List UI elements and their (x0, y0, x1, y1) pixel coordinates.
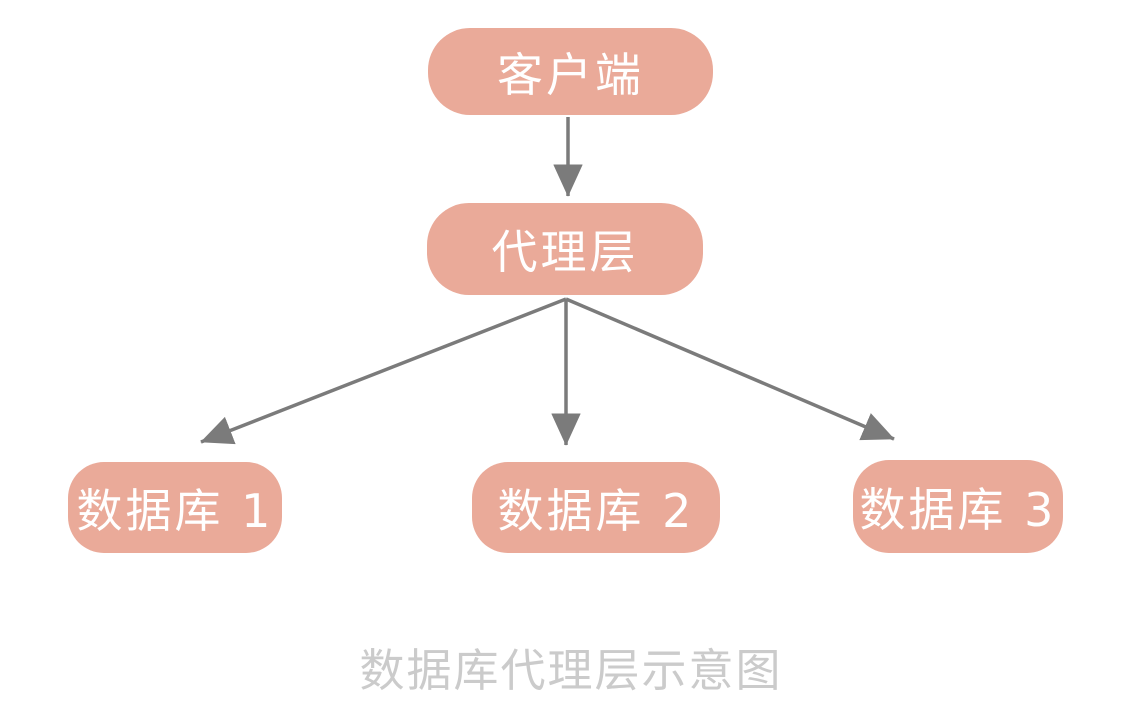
node-database-3: 数据库 3 (853, 460, 1063, 553)
node-database-2-label: 数据库 2 (497, 483, 695, 538)
node-client-label: 客户端 (497, 47, 644, 102)
node-proxy-layer: 代理层 (427, 203, 703, 295)
node-database-1-label: 数据库 1 (76, 483, 274, 538)
node-database-3-label: 数据库 3 (859, 482, 1057, 537)
node-database-2: 数据库 2 (472, 462, 720, 553)
edge-proxy-db3 (565, 297, 895, 441)
edge-proxy-db1 (200, 297, 567, 445)
diagram-caption: 数据库代理层示意图 (359, 644, 783, 697)
node-database-1: 数据库 1 (68, 462, 282, 553)
node-client: 客户端 (428, 28, 713, 115)
node-proxy-layer-label: 代理层 (491, 225, 639, 279)
